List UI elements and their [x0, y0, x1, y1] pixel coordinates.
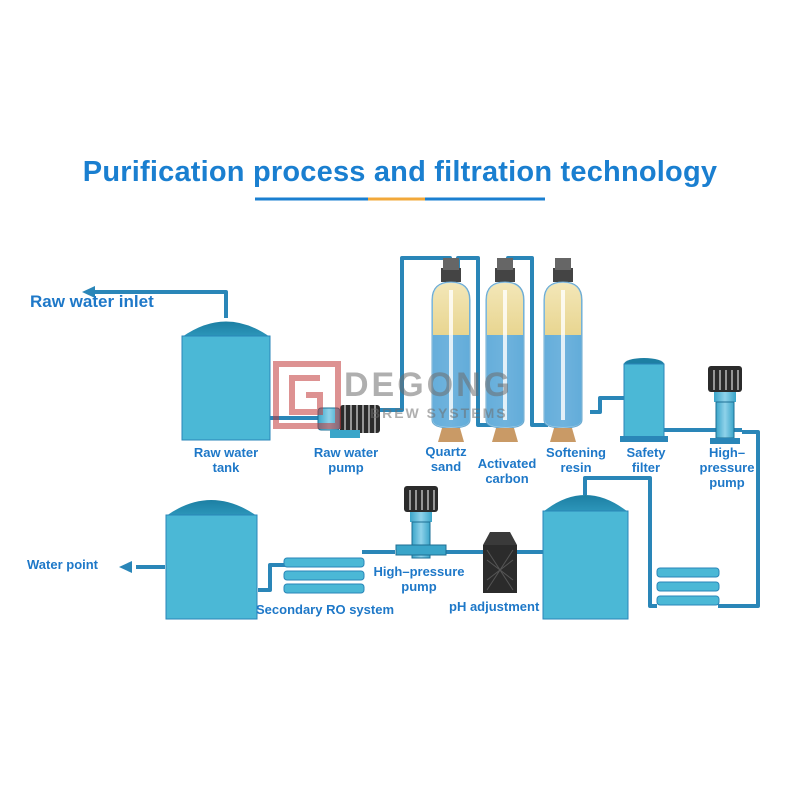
pump1-to-ro-pipe [718, 430, 760, 608]
page-title: Purification process and filtration tech… [82, 156, 718, 188]
label-water-point: Water point [27, 557, 99, 572]
label-raw-water-inlet: Raw water inlet [30, 292, 154, 311]
inlet-pipe [94, 290, 228, 318]
product-water-tank [165, 500, 258, 620]
pipes [94, 256, 760, 608]
label-ph-adjustment: pH adjustment [449, 599, 540, 614]
water-point-arrow-icon [119, 561, 132, 573]
raw-water-pump [317, 405, 380, 438]
label-softening-resin: Softening resin [546, 445, 606, 475]
watermark-brand: DEGONG [344, 366, 514, 404]
ro2-to-tank3-pipe [258, 563, 285, 592]
activated-carbon-vessel [485, 258, 525, 442]
ro1-to-tank2-pipe [583, 476, 657, 608]
label-activated-carbon: Activated carbon [477, 456, 537, 486]
high-pressure-pump-1 [708, 366, 742, 444]
label-safety-filter: Safety filter [626, 445, 666, 475]
label-quartz-sand: Quartz sand [425, 444, 467, 474]
raw-water-tank [181, 321, 271, 441]
safety-filter [620, 358, 668, 442]
watermark-subtitle: BREW SYSTEMS [370, 405, 508, 421]
label-raw-water-tank: Raw water tank [193, 445, 259, 475]
high-pressure-pump-2 [395, 486, 447, 559]
inlet-arrow-icon [82, 286, 95, 298]
label-high-pressure-pump-2: High–pressure pump [373, 564, 465, 594]
label-high-pressure-pump-1: High– pressure pump [699, 445, 755, 490]
softening-resin-vessel [543, 258, 583, 442]
resin-to-filter-pipe [590, 396, 625, 414]
ph-adjustment-unit [483, 532, 517, 593]
label-raw-water-pump: Raw water pump [313, 445, 379, 475]
label-secondary-ro-system: Secondary RO system [256, 602, 395, 617]
secondary-ro-membranes [283, 557, 365, 594]
intermediate-tank [542, 495, 629, 620]
degong-logo-icon [273, 361, 341, 429]
quartz-sand-vessel [431, 258, 471, 442]
primary-ro-membranes [656, 567, 720, 606]
